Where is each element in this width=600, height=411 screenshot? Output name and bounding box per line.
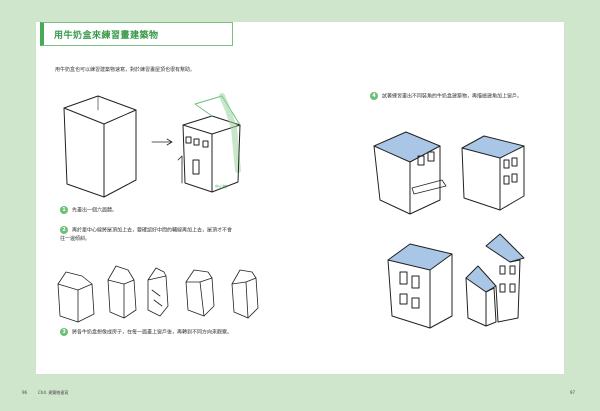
step-4: 4 試著練習畫出不同裝角的牛奶盒建築物，再描繪建角加上窗戶。 [370,92,560,101]
step-text: 將各牛奶盒想像成房子，在每一面畫上窗戶後，再轉到不同方向來觀察。 [72,329,233,336]
building-sketch-1 [373,131,447,215]
section-title: 用牛奶盒來練習畫建築物 [54,31,159,41]
building-sketch-3 [387,243,453,329]
step-number: 2 [60,226,68,234]
footer-right-page-number: 97 [570,390,576,395]
step-number: 4 [370,92,378,100]
step-1: 1 先畫出一個六面體。 [60,206,230,215]
step-text: 先畫出一個六面體。 [72,207,118,214]
intro-text: 用牛奶盒也可以練習建築物速寫，對於練習畫屋頂也很有幫助。 [55,67,196,73]
center-line-callout: 中心線 [215,184,227,189]
step-text: 試著練習畫出不同裝角的牛奶盒建築物，再描繪建角加上窗戶。 [382,93,523,100]
cube-sketch [63,95,137,198]
building-sketch-2 [461,135,525,211]
carton-sketches-row [57,265,259,323]
step-3: 3 將各牛奶盒想像成房子，在每一面畫上窗戶後，再轉到不同方向來觀察。 [60,328,260,337]
section-title-tab: 用牛奶盒來練習畫建築物 [40,22,233,46]
step-number: 1 [60,206,68,214]
footer-chapter-label: Ch4. 建築物速寫 [38,390,69,395]
step-number: 3 [60,328,68,336]
footer-left-page-number: 96 [22,390,28,395]
step-text: 再於牽中心線將屋頂加上去，要確認好中間的輔線再加上去，屋頂才不會往一邊傾斜。 [60,227,233,242]
carton-house-sketch [177,93,241,193]
building-sketch-4 [465,233,525,327]
arrow-icon [151,138,173,146]
